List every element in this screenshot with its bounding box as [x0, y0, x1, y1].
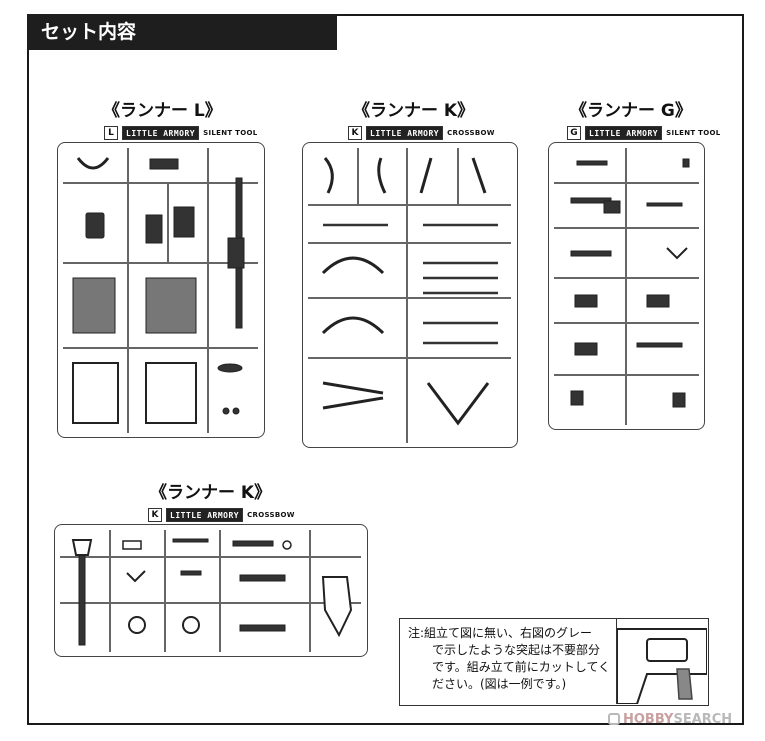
runner-k2-parts	[60, 530, 361, 652]
note-line-4: ださい。(図は一例です。)	[432, 677, 567, 691]
runner-subtitle: SILENT TOOL	[203, 129, 258, 137]
runner-k2-sprue	[54, 524, 368, 657]
runner-k2-label: K LITTLE ARMORY CROSSBOW	[148, 508, 295, 522]
note-line-1: 組立て図に無い、右図のグレー	[424, 626, 593, 640]
runner-l-parts	[63, 148, 258, 433]
watermark-left: HOBBY	[623, 712, 674, 727]
note-prefix: 注:	[408, 626, 425, 640]
runner-subtitle: CROSSBOW	[247, 511, 295, 519]
runner-logo: LITTLE ARMORY	[122, 126, 200, 140]
runner-letter: G	[567, 126, 581, 140]
runner-g-label: G LITTLE ARMORY SILENT TOOL	[567, 126, 721, 140]
watermark-right: SEARCH	[673, 712, 733, 727]
runner-k-parts	[308, 148, 511, 443]
runner-l-label: L LITTLE ARMORY SILENT TOOL	[104, 126, 258, 140]
runner-k2-title: 《ランナー K》	[150, 483, 272, 503]
note-line-2: で示したような突起は不要部分	[432, 643, 601, 657]
runner-letter: L	[104, 126, 118, 140]
runner-l-title: 《ランナー L》	[103, 101, 222, 121]
note-text: 注:組立て図に無い、右図のグレー で示したような突起は不要部分 です。組み立て前…	[408, 625, 616, 693]
runner-subtitle: SILENT TOOL	[666, 129, 721, 137]
watermark-logo-icon	[608, 713, 620, 725]
page-frame	[27, 14, 744, 725]
runner-subtitle: CROSSBOW	[447, 129, 495, 137]
runner-k-title: 《ランナー K》	[353, 101, 475, 121]
runner-letter: K	[148, 508, 162, 522]
note-box: 注:組立て図に無い、右図のグレー で示したような突起は不要部分 です。組み立て前…	[399, 618, 709, 706]
note-line: 注:組立て図に無い、右図のグレー	[408, 625, 616, 642]
runner-g-title: 《ランナー G》	[570, 101, 692, 121]
runner-l-sprue	[57, 142, 265, 438]
runner-letter: K	[348, 126, 362, 140]
note-illustration	[616, 619, 708, 705]
runner-g-parts	[554, 148, 699, 425]
runner-logo: LITTLE ARMORY	[166, 508, 244, 522]
gun-part-illustration	[616, 628, 708, 705]
runner-logo: LITTLE ARMORY	[585, 126, 663, 140]
note-line-3: です。組み立て前にカットしてく	[432, 660, 611, 674]
runner-k-sprue	[302, 142, 518, 448]
runner-k-label: K LITTLE ARMORY CROSSBOW	[348, 126, 495, 140]
runner-g-sprue	[548, 142, 705, 430]
section-header: セット内容	[27, 14, 337, 50]
watermark: HOBBYSEARCH	[608, 712, 732, 727]
runner-logo: LITTLE ARMORY	[366, 126, 444, 140]
section-title: セット内容	[41, 21, 137, 43]
